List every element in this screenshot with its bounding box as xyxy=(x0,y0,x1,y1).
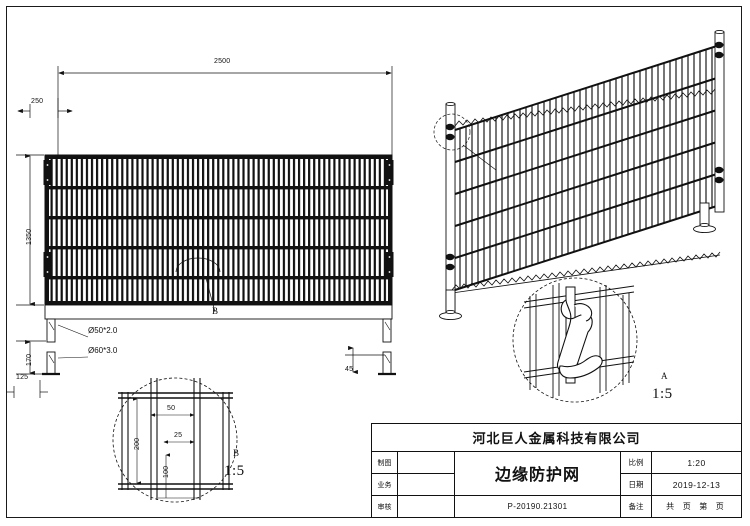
title-block-row-scale: 比例 1:20 xyxy=(621,452,741,474)
detail-b-letter: B xyxy=(233,448,240,458)
detail-b-dim-spacing: 25 xyxy=(174,432,183,439)
title-block-value-business[interactable] xyxy=(398,474,454,495)
dimension-leg-height xyxy=(16,339,46,376)
dimension-panel-height xyxy=(16,153,44,307)
elevation-bottom-rail xyxy=(44,304,393,320)
drawing-number: P-20190.21301 xyxy=(507,501,568,511)
title-block-company-name: 河北巨人金属科技有限公司 xyxy=(372,424,741,452)
title-block-value-date: 2019-12-13 xyxy=(672,479,721,490)
dimension-overall-width xyxy=(57,66,393,160)
title-block-key-date: 日期 xyxy=(621,474,652,495)
detail-b-dim-span: 200 xyxy=(134,437,141,450)
callout-frame-spec: Ø60*3.0 xyxy=(88,346,118,355)
title-block-row-review: 审核 xyxy=(372,496,454,517)
title-block-key-review: 审核 xyxy=(372,496,398,517)
dimension-base-plate xyxy=(6,380,48,398)
detail-a-scale: 1:5 xyxy=(652,386,673,402)
detail-marker-b-label: B xyxy=(212,306,219,316)
title-block-body: 制图 业务 审核 边缘防护网 P-20190.21301 比例 xyxy=(372,452,741,517)
dimension-panel-height-text: 1350 xyxy=(26,228,33,245)
title-block-value-drafter[interactable] xyxy=(398,452,454,473)
dimension-right-leg-mark-text: 45 xyxy=(345,366,354,373)
isometric-fence-assembly xyxy=(433,29,725,321)
title-block-key-business: 业务 xyxy=(372,474,398,495)
dimension-overall-width-text: 2500 xyxy=(214,58,231,65)
title-block-value-scale: 1:20 xyxy=(687,457,706,468)
title-block-key-remarks: 备注 xyxy=(621,496,652,517)
detail-view-b xyxy=(112,377,238,503)
detail-b-dim-gap: 100 xyxy=(163,465,170,478)
title-block: 河北巨人金属科技有限公司 制图 业务 审核 边缘防护网 P-20190.21 xyxy=(371,423,742,518)
detail-a-letter: A xyxy=(661,371,668,381)
callout-post-spec: Ø50*2.0 xyxy=(88,326,118,335)
elevation-mesh-panel xyxy=(43,154,394,306)
dimension-end-offset-text: 250 xyxy=(31,98,44,105)
title-block-fields-column: 比例 1:20 日期 2019-12-13 备注 共 页 第 页 xyxy=(621,452,741,517)
elevation-legs xyxy=(42,318,396,376)
title-block-key-scale: 比例 xyxy=(621,452,652,473)
drawing-title: 边缘防护网 xyxy=(455,452,620,496)
dimension-end-offset xyxy=(17,98,73,118)
title-block-row-date: 日期 2019-12-13 xyxy=(621,474,741,496)
detail-marker-b-bubble xyxy=(175,257,221,313)
dimension-leg-height-text: 170 xyxy=(26,353,33,366)
title-block-row-business: 业务 xyxy=(372,474,454,496)
title-block-value-review[interactable] xyxy=(398,496,454,517)
title-block-row-drafter: 制图 xyxy=(372,452,454,474)
dimension-base-plate-text: 125 xyxy=(16,374,29,381)
detail-b-dim-pitch: 50 xyxy=(167,405,176,412)
dimension-right-leg-mark xyxy=(345,345,385,375)
title-block-value-remarks: 共 页 第 页 xyxy=(666,502,727,511)
title-block-signoff-column: 制图 业务 审核 xyxy=(372,452,455,517)
callout-leaders xyxy=(57,324,89,359)
detail-view-a xyxy=(512,277,638,403)
detail-b-scale: 1:5 xyxy=(224,463,245,479)
title-block-title-column: 边缘防护网 P-20190.21301 xyxy=(455,452,621,517)
title-block-key-drafter: 制图 xyxy=(372,452,398,473)
title-block-row-remarks: 备注 共 页 第 页 xyxy=(621,496,741,517)
